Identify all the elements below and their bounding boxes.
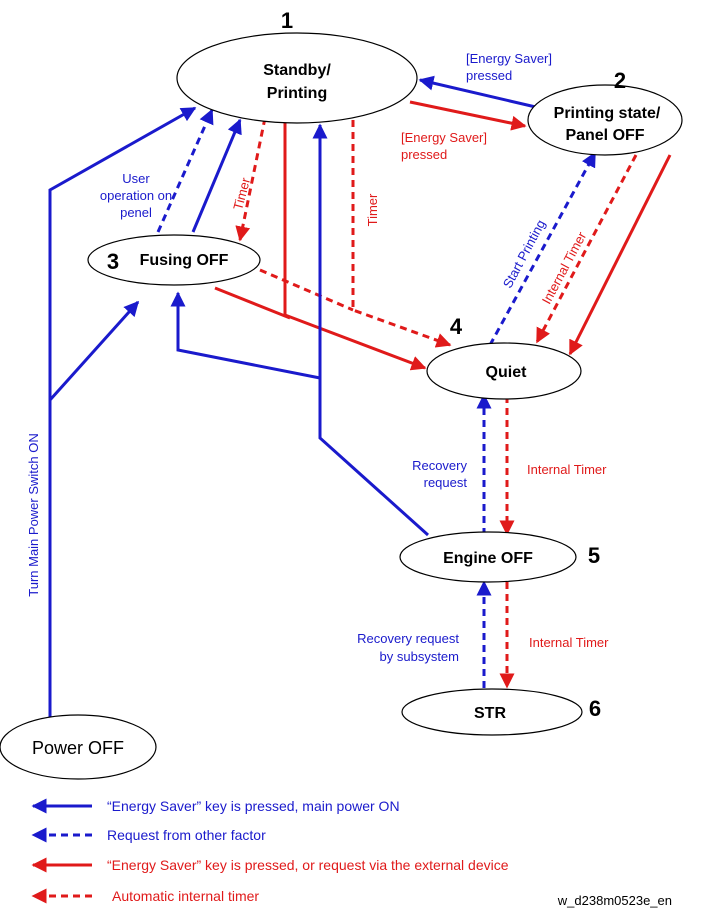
legend-text-3: “Energy Saver” key is pressed, or reques… [107, 857, 509, 873]
legend-item-blue-solid: “Energy Saver” key is pressed, main powe… [31, 798, 400, 814]
legend-text-4: Automatic internal timer [112, 888, 259, 904]
edge-standby-to-fusing-timer [235, 117, 267, 242]
str-number: 6 [589, 696, 601, 721]
edges [48, 75, 672, 720]
label-energy-saver-red-1: [Energy Saver] [401, 130, 487, 145]
engine-off-number: 5 [588, 543, 600, 568]
str-label: STR [474, 705, 506, 722]
edge-panel-off-to-standby [418, 75, 541, 110]
label-internal-timer-quiet: Internal Timer [527, 462, 607, 477]
label-energy-saver-red-2: pressed [401, 147, 447, 162]
edge-fusing-to-standby-solid [191, 118, 242, 233]
fusing-off-number: 3 [107, 249, 119, 274]
quiet-label: Quiet [486, 364, 528, 381]
edge-labels: [Energy Saver] pressed [Energy Saver] pr… [26, 51, 609, 664]
legend-item-blue-dashed: Request from other factor [31, 827, 266, 843]
fusing-off-label: Fusing OFF [140, 252, 229, 269]
label-energy-saver-blue-2: pressed [466, 68, 512, 83]
node-panel-off: Printing state/ Panel OFF 2 [527, 68, 683, 156]
edge-panel-off-to-quiet-solid [568, 154, 672, 356]
legend-item-red-dashed: Automatic internal timer [31, 888, 259, 904]
legend-text-1: “Energy Saver” key is pressed, main powe… [107, 798, 400, 814]
standby-label-line2: Printing [267, 85, 327, 102]
label-recovery-subsystem-1: Recovery request [357, 631, 459, 646]
engine-off-label: Engine OFF [443, 550, 533, 567]
node-str: STR 6 [401, 688, 601, 736]
edge-standby-to-panel-off [409, 100, 527, 131]
label-timer-right: Timer [365, 193, 380, 226]
label-user-operation-3: penel [120, 205, 152, 220]
edge-fusing-to-standby-dashed [156, 108, 214, 233]
edge-branch-to-fusing [170, 291, 321, 380]
label-energy-saver-blue-1: [Energy Saver] [466, 51, 552, 66]
edge-quiet-to-panel-off [488, 151, 597, 346]
figure-id: w_d238m0523e_en [557, 893, 672, 908]
label-main-power: Turn Main Power Switch ON [26, 433, 41, 597]
power-off-label: Power OFF [32, 738, 124, 758]
panel-off-label-line1: Printing state/ [554, 105, 661, 122]
label-start-printing: Start Printing [500, 217, 549, 290]
edge-power-to-standby [48, 106, 197, 720]
node-power-off: Power OFF [0, 714, 157, 780]
legend-item-red-solid: “Energy Saver” key is pressed, or reques… [31, 857, 509, 873]
edge-engine-to-standby [312, 123, 430, 537]
edge-fusing-to-quiet-red-dashed [259, 268, 354, 312]
node-quiet: Quiet 4 [426, 314, 582, 400]
edge-panel-off-to-quiet-timer [535, 154, 638, 344]
legend-text-2: Request from other factor [107, 827, 266, 843]
label-user-operation-1: User [122, 171, 150, 186]
panel-off-number: 2 [614, 68, 626, 93]
label-internal-timer-engine: Internal Timer [529, 635, 609, 650]
edge-fusing-to-quiet-red-solid [214, 286, 291, 320]
label-user-operation-2: operation on [100, 188, 172, 203]
node-standby: Standby/ Printing 1 [176, 8, 418, 124]
edge-standby-to-quiet-timer [351, 120, 452, 348]
standby-number: 1 [281, 8, 293, 33]
quiet-number: 4 [450, 314, 463, 339]
panel-off-label-line2: Panel OFF [565, 127, 644, 144]
node-engine-off: Engine OFF 5 [399, 531, 600, 583]
standby-label-line1: Standby/ [263, 62, 331, 79]
legend: “Energy Saver” key is pressed, main powe… [31, 798, 509, 904]
label-internal-timer-diag: Internal Timer [539, 229, 590, 307]
label-recovery-subsystem-2: by subsystem [380, 649, 459, 664]
label-recovery-request-2: request [424, 475, 468, 490]
edge-power-to-fusing [48, 300, 140, 402]
node-fusing-off: 3 Fusing OFF [87, 234, 261, 286]
label-recovery-request-1: Recovery [412, 458, 467, 473]
